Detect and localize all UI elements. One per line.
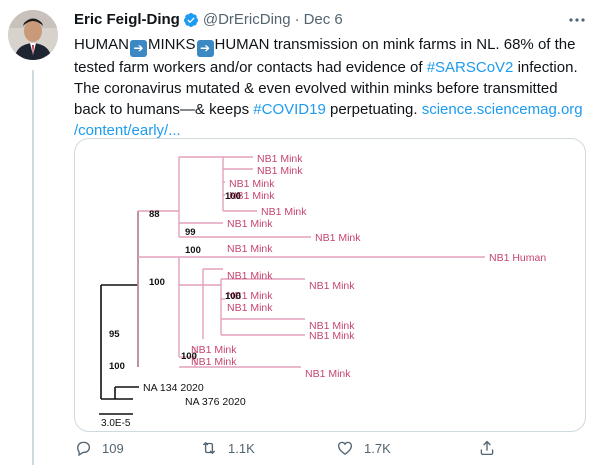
mink-label: NB1 Mink: [305, 368, 351, 380]
bootstrap-100: 100: [225, 191, 241, 202]
hashtag-covid19[interactable]: #COVID19: [253, 101, 326, 118]
mink-label: NB1 Mink: [191, 344, 237, 356]
retweet-icon: [202, 442, 216, 454]
article-link-continued[interactable]: /content/early/...: [74, 122, 181, 139]
reply-button[interactable]: 109: [74, 437, 124, 459]
bootstrap-100: 100: [109, 361, 125, 372]
mink-label: NB1 Mink: [227, 243, 273, 255]
more-options-icon[interactable]: [566, 10, 588, 30]
retweet-count: 1.1K: [228, 440, 255, 456]
reply-count: 109: [102, 440, 124, 456]
bootstrap-95: 95: [109, 329, 120, 340]
mink-label: NB1 Mink: [191, 356, 237, 368]
retweet-button[interactable]: 1.1K: [200, 437, 255, 459]
tweet-date[interactable]: Dec 6: [303, 11, 343, 28]
tweet-line-1: HUMAN➔MINKS➔HUMAN transmission on mink f…: [74, 34, 584, 57]
bootstrap-100: 100: [149, 277, 165, 288]
text-minks: MINKS: [148, 36, 196, 53]
tweet-line-3: The coronavirus mutated & even evolved w…: [74, 80, 558, 97]
author-handle[interactable]: @DrEricDing: [202, 11, 291, 28]
article-link[interactable]: science.sciencemag.org: [421, 101, 583, 118]
na134-label: NA 134 2020: [143, 382, 204, 394]
mink-label: NB1 Mink: [309, 320, 355, 332]
mink-label: NB1 Mink: [315, 232, 361, 244]
tweet-header: Eric Feigl-Ding @DrEricDing · Dec 6: [74, 11, 343, 28]
avatar[interactable]: [8, 10, 58, 60]
bootstrap-100: 100: [185, 245, 201, 256]
text-human-1: HUMAN: [74, 36, 129, 53]
mink-label: NB1 Mink: [261, 206, 307, 218]
text-line-2-start: tested farm workers and/or contacts had …: [74, 59, 427, 76]
mink-label: NB1 Mink: [257, 153, 303, 165]
mink-label: NB1 Mink: [229, 178, 275, 190]
avatar-photo: [8, 10, 58, 60]
mink-label: NB1 Mink: [227, 302, 273, 314]
verified-badge-icon: [183, 12, 198, 27]
mink-label: NB1 Mink: [309, 330, 355, 342]
mink-label: NB1 Mink: [227, 270, 273, 282]
mink-label: NB1 Mink: [229, 190, 275, 202]
separator-dot: ·: [294, 11, 300, 28]
bootstrap-99: 99: [185, 227, 196, 238]
author-name[interactable]: Eric Feigl-Ding: [74, 11, 180, 28]
text-line-4-mid: perpetuating.: [325, 101, 422, 118]
mink-label: NB1 Mink: [309, 280, 355, 292]
thread-line: [32, 70, 34, 465]
tweet-line-5: /content/early/...: [74, 120, 584, 141]
bootstrap-100: 100: [181, 351, 197, 362]
like-button[interactable]: 1.7K: [336, 437, 391, 459]
share-icon: [480, 440, 494, 456]
tweet-line-2: tested farm workers and/or contacts had …: [74, 57, 584, 78]
mink-label: NB1 Mink: [257, 165, 303, 177]
tweet-text: HUMAN➔MINKS➔HUMAN transmission on mink f…: [74, 34, 584, 141]
mink-label: NB1 Mink: [227, 290, 273, 302]
tree-branches: [99, 156, 485, 415]
right-arrow-emoji-icon: ➔: [130, 40, 147, 57]
right-arrow-emoji-icon: ➔: [196, 40, 214, 57]
human-label: NB1 Human: [489, 252, 546, 264]
scale-label: 3.0E-5: [101, 418, 131, 429]
heart-icon: [337, 441, 353, 455]
hashtag-sarscov2[interactable]: #SARSCoV2: [426, 59, 514, 76]
bootstrap-100: 100: [225, 291, 241, 302]
text-line-2-end: infection.: [513, 59, 578, 76]
mink-label: NB1 Mink: [227, 218, 273, 230]
tweet-actions: 109 1.1K 1.7K: [74, 437, 584, 459]
share-button[interactable]: [478, 437, 496, 459]
reply-icon: [77, 441, 91, 457]
like-count: 1.7K: [364, 440, 391, 456]
text-line-1-rest: HUMAN transmission on mink farms in NL. …: [214, 36, 576, 53]
text-line-4-start: back to humans—& keeps: [74, 101, 254, 118]
tweet-line-4: back to humans—& keeps #COVID19 perpetua…: [74, 99, 584, 120]
bootstrap-88: 88: [149, 209, 160, 220]
na376-label: NA 376 2020: [185, 396, 246, 408]
